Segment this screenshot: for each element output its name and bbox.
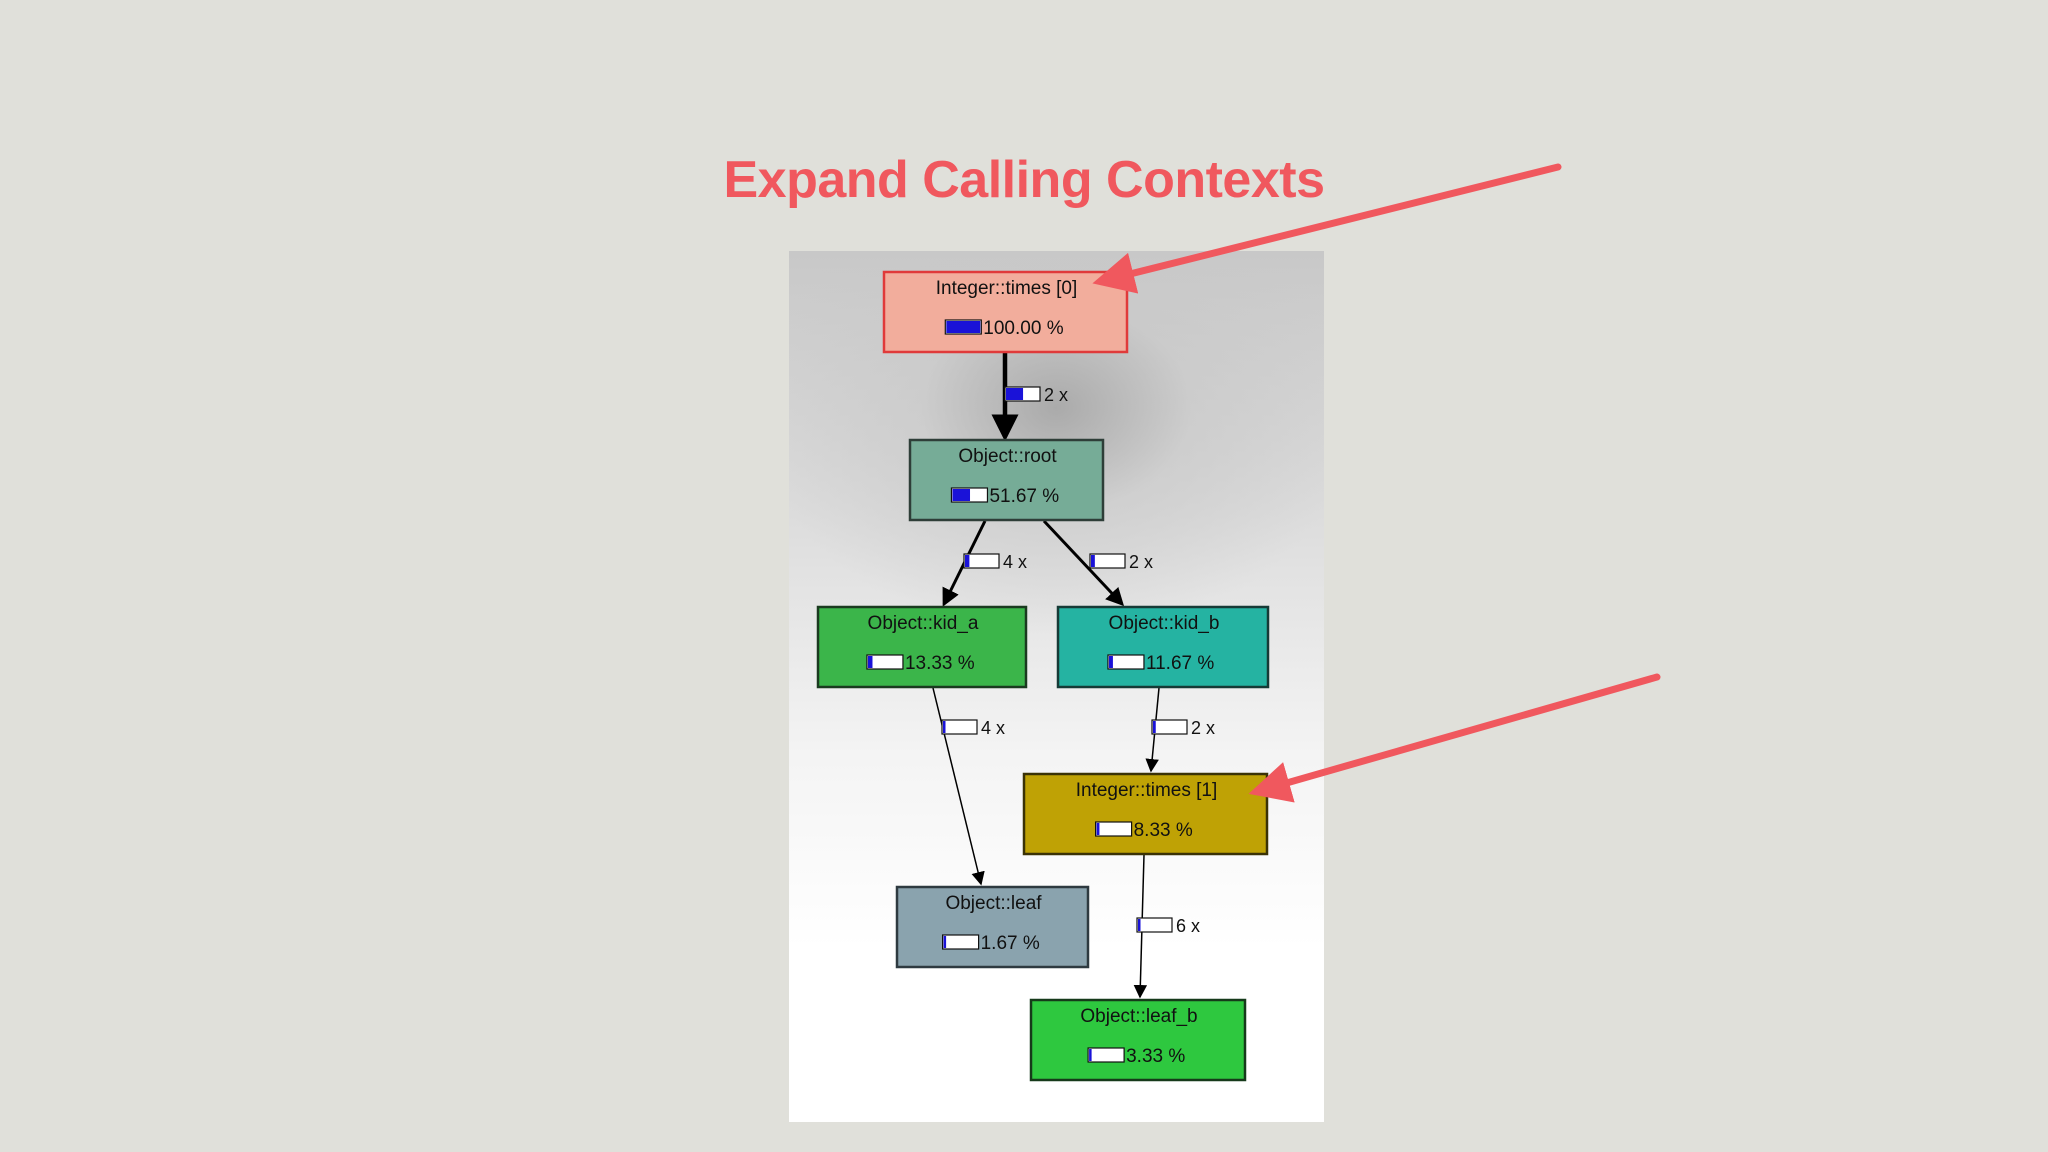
node-cost-bar-track xyxy=(1095,821,1133,837)
edge-cost-bar-track xyxy=(1089,553,1126,569)
node-cost-percent: 3.33 % xyxy=(1126,1046,1185,1067)
node-cost-bar-fill xyxy=(1108,656,1113,668)
call-edge-kid_a-leaf[interactable]: 4 x xyxy=(932,687,1005,886)
edge-cost-bar-fill xyxy=(965,555,970,567)
node-box xyxy=(816,605,1028,689)
node-function-name: Object::kid_a xyxy=(868,613,979,634)
edge-call-count: 4 x xyxy=(981,718,1005,738)
edge-line xyxy=(932,687,985,886)
edge-cost-bar-track xyxy=(1136,917,1173,933)
node-box xyxy=(908,438,1105,522)
edge-call-count: 6 x xyxy=(1176,916,1200,936)
edge-cost-bar-track xyxy=(963,553,1000,569)
call-edge-times0-root[interactable]: 2 x xyxy=(991,353,1068,442)
node-box xyxy=(895,885,1090,969)
node-box xyxy=(1022,772,1269,856)
node-cost-percent: 100.00 % xyxy=(983,318,1063,339)
call-node-times1[interactable]: Integer::times [1]8.33 % xyxy=(1022,772,1269,856)
node-box xyxy=(1056,605,1270,689)
node-cost-percent: 8.33 % xyxy=(1134,820,1193,841)
node-cost-percent: 1.67 % xyxy=(981,933,1040,954)
node-function-name: Object::root xyxy=(958,446,1057,467)
node-cost-bar-track xyxy=(1087,1047,1125,1063)
node-function-name: Object::leaf_b xyxy=(1080,1006,1197,1027)
edge-cost-bar-fill xyxy=(1138,919,1141,931)
edge-cost-bar-fill xyxy=(943,721,946,733)
node-cost-bar-track xyxy=(942,934,980,950)
node-cost-bar-fill xyxy=(946,321,981,333)
node-cost-bar-fill xyxy=(943,936,947,948)
edge-line xyxy=(1042,519,1125,607)
node-function-name: Integer::times [0] xyxy=(936,278,1078,299)
edge-call-count: 2 x xyxy=(1044,385,1068,405)
node-cost-bar-fill xyxy=(952,489,971,501)
call-edge-root-kid_b[interactable]: 2 x xyxy=(1042,519,1153,607)
call-edge-times1-leaf_b[interactable]: 6 x xyxy=(1133,854,1200,999)
call-node-times0[interactable]: Integer::times [0]100.00 % xyxy=(882,270,1129,354)
edge-cost-bar-fill xyxy=(1153,721,1156,733)
edge-cost-bar-fill xyxy=(1006,388,1024,400)
node-cost-bar-fill xyxy=(867,656,873,668)
call-edge-root-kid_a[interactable]: 4 x xyxy=(942,520,1027,607)
slide-title: Expand Calling Contexts xyxy=(723,151,1325,209)
call-node-kid_b[interactable]: Object::kid_b11.67 % xyxy=(1056,605,1270,689)
node-cost-bar-fill xyxy=(1089,1049,1092,1061)
node-box xyxy=(1029,998,1247,1082)
node-cost-bar-track xyxy=(1107,654,1145,670)
call-edge-kid_b-times1[interactable]: 2 x xyxy=(1145,687,1215,773)
node-cost-percent: 51.67 % xyxy=(989,486,1059,507)
node-cost-percent: 11.67 % xyxy=(1146,653,1214,674)
node-box xyxy=(882,270,1129,354)
edge-cost-bar-track xyxy=(1151,719,1188,735)
node-function-name: Object::kid_b xyxy=(1109,613,1220,634)
node-function-name: Integer::times [1] xyxy=(1076,780,1218,801)
node-function-name: Object::leaf xyxy=(945,893,1042,914)
edge-cost-bar-track xyxy=(941,719,978,735)
edge-call-count: 2 x xyxy=(1129,552,1153,572)
node-cost-bar-track xyxy=(866,654,904,670)
node-cost-bar-fill xyxy=(1096,823,1100,835)
call-node-leaf_b[interactable]: Object::leaf_b3.33 % xyxy=(1029,998,1247,1082)
edge-call-count: 2 x xyxy=(1191,718,1215,738)
call-node-kid_a[interactable]: Object::kid_a13.33 % xyxy=(816,605,1028,689)
edge-call-count: 4 x xyxy=(1003,552,1027,572)
edge-cost-bar-fill xyxy=(1091,555,1095,567)
node-cost-percent: 13.33 % xyxy=(905,653,975,674)
